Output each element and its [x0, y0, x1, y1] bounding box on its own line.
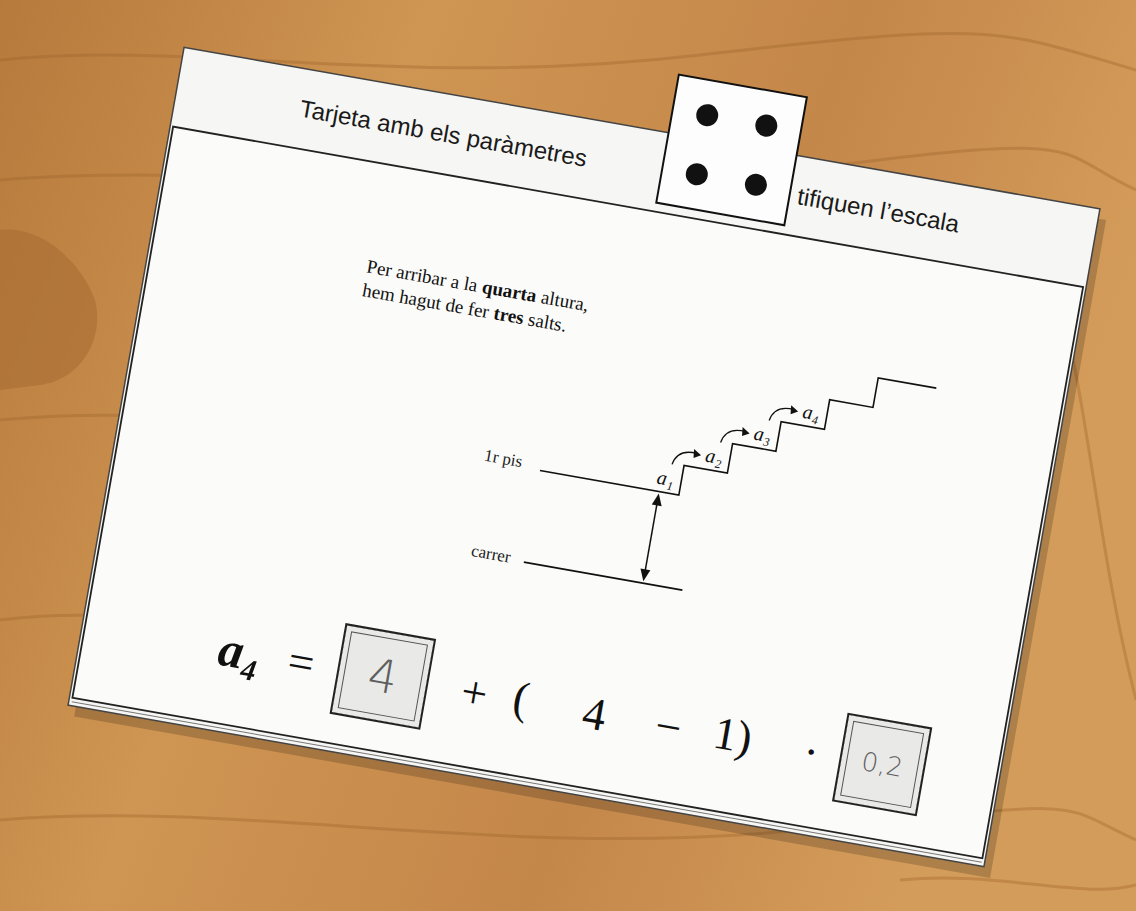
arrow-head — [652, 493, 664, 507]
arrow-head — [790, 405, 799, 415]
die-dot — [684, 162, 709, 187]
handwritten-value: 0,2 — [859, 747, 905, 782]
die-dot — [754, 113, 779, 138]
note-text: salts. — [527, 308, 569, 335]
die-dot — [743, 172, 768, 197]
note-text: tres — [492, 302, 525, 328]
answer-box: 4 — [330, 623, 437, 730]
die-dot — [694, 102, 719, 127]
jump-arrow — [769, 406, 794, 425]
handwritten-value: 4 — [364, 649, 402, 704]
die — [656, 75, 807, 226]
answer-box: 0,2 — [832, 713, 932, 817]
staircase — [540, 323, 936, 536]
jump-arrow — [672, 449, 697, 468]
card-edge — [72, 702, 982, 862]
wood-grain — [0, 34, 1136, 890]
wood-block — [0, 230, 97, 390]
street-line — [524, 562, 683, 590]
arrow-head — [693, 449, 702, 459]
arrow-head — [741, 427, 750, 437]
front-card — [72, 127, 1083, 859]
arrow-head — [638, 569, 650, 583]
step-arrows — [672, 390, 794, 483]
height-arrow — [645, 504, 657, 570]
grain-line — [0, 34, 1136, 70]
grain-line — [900, 878, 1136, 889]
jump-arrow — [721, 428, 746, 447]
back-card — [68, 47, 1100, 866]
